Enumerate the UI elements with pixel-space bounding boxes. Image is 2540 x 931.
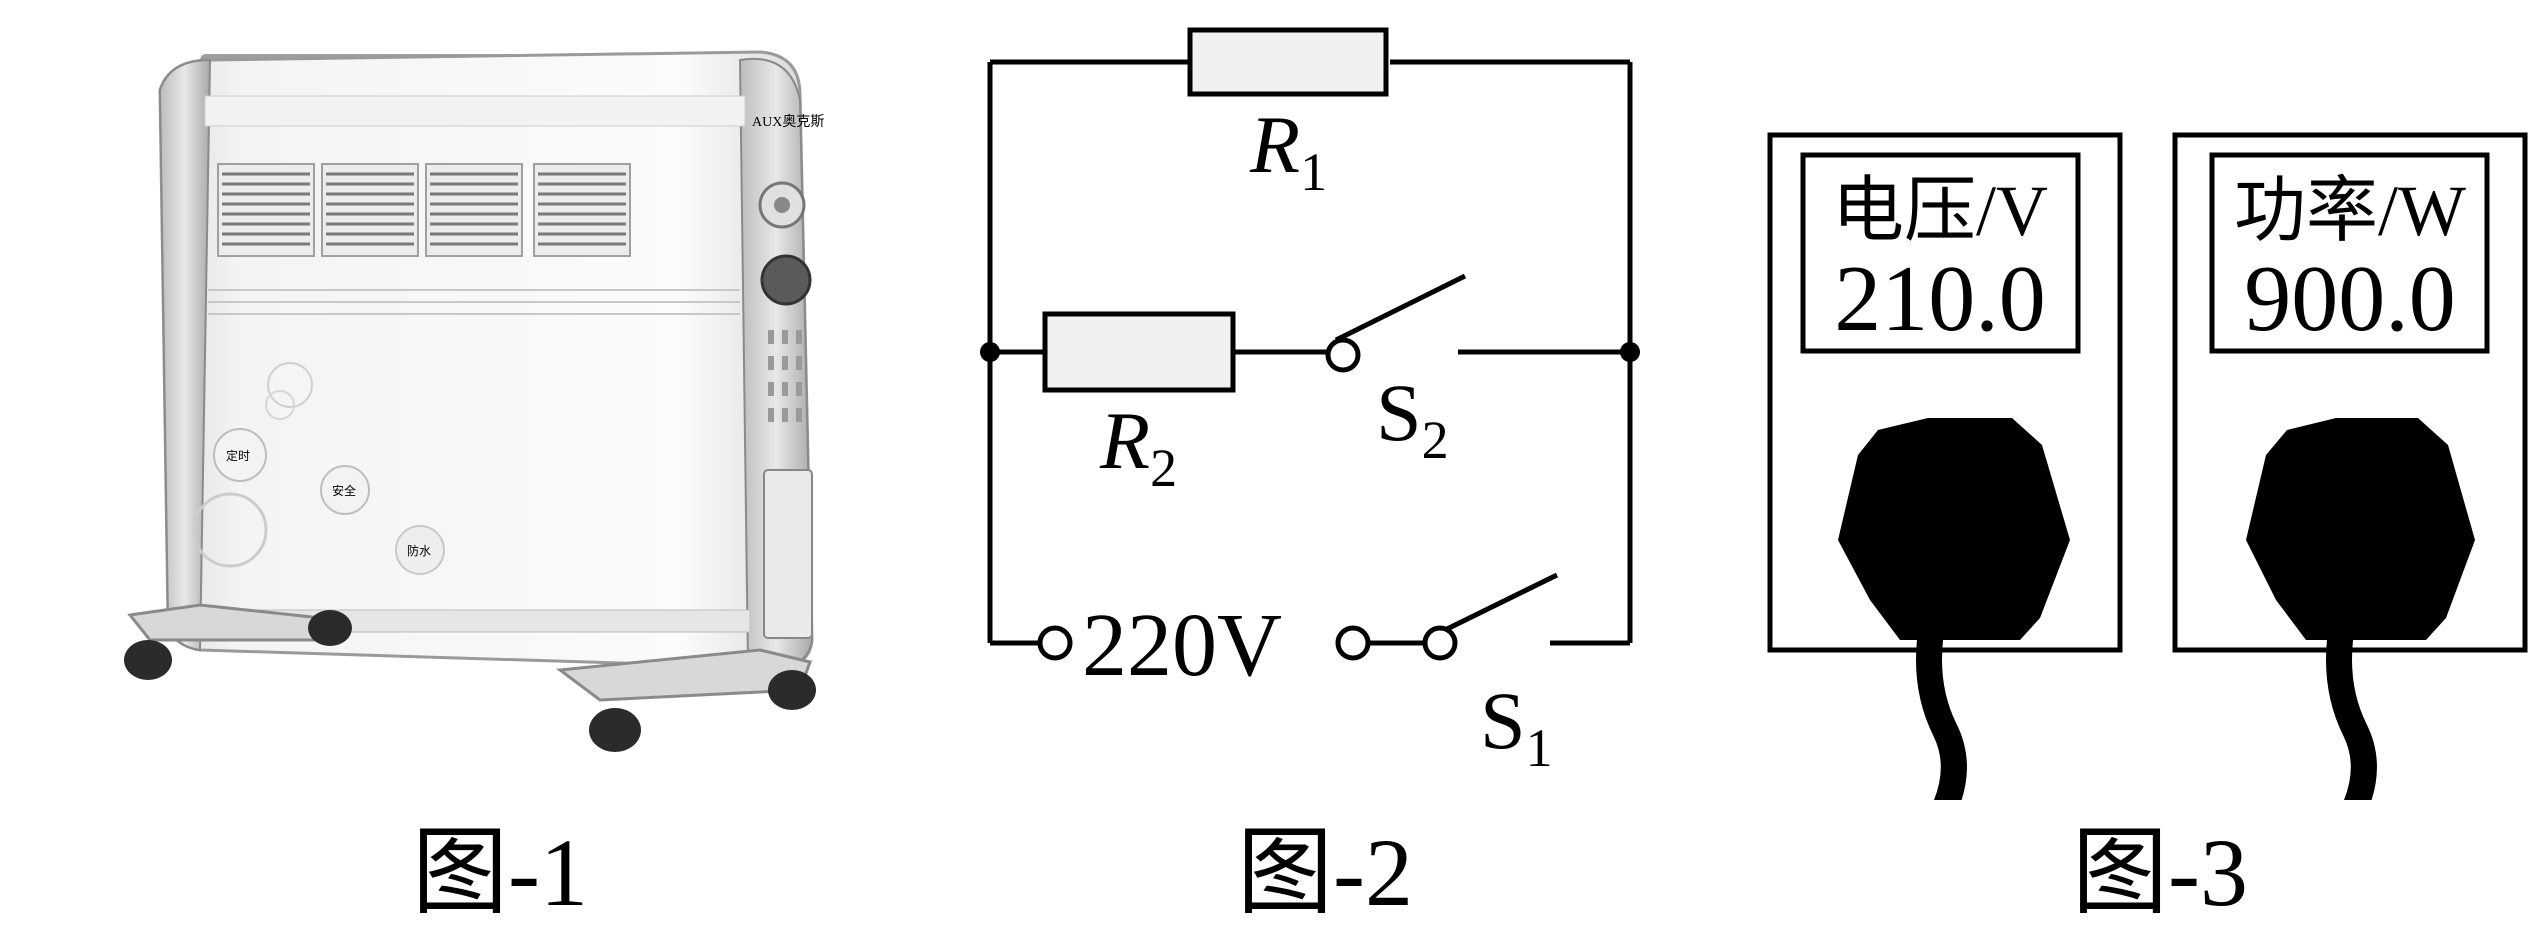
brand-logo: AUX奥克斯: [752, 113, 824, 130]
heater-body: [158, 50, 814, 670]
switch-s1-blade: [1443, 572, 1559, 633]
circuit-diagram: R1 R2 S2 220V S1: [980, 27, 1640, 778]
switch-s2-pivot: [1325, 337, 1361, 373]
resistor-r1: [1187, 27, 1389, 97]
meter-right-display: [2209, 152, 2490, 354]
junction-right: [1620, 342, 1640, 362]
meter-left: 电压/V 210.0: [1767, 132, 2123, 831]
meter-left-display: [1800, 152, 2081, 354]
plug-right-icon: [2246, 418, 2475, 640]
column-vents: [768, 330, 802, 422]
figure-1: AUX奥克斯 定时 安全 防水: [0, 0, 860, 931]
sticker-timer-label: 定时: [226, 448, 250, 463]
sticker-safe: [320, 465, 370, 515]
label-source: 220V: [1082, 596, 1282, 695]
caption-figure-1: 图-1: [412, 819, 588, 926]
sticker-water-label: 防水: [407, 543, 431, 558]
label-r1: R1: [1249, 99, 1327, 202]
meter-right-label: 功率/W: [2234, 171, 2466, 251]
meter-left-value: 210.0: [1834, 247, 2046, 351]
sticker-timer: [213, 428, 267, 482]
big-dial-ring: [192, 492, 268, 568]
caption-figure-2: 图-2: [1237, 819, 1413, 926]
junction-left: [980, 342, 1000, 362]
label-s1: S1: [1480, 675, 1553, 778]
sticker-water: [395, 525, 445, 575]
cable-left: [1916, 627, 1967, 831]
heater-illustration: AUX奥克斯 定时 安全 防水: [124, 50, 824, 752]
decor-circle-1: [267, 362, 313, 408]
sticker-safe-label: 安全: [332, 483, 356, 498]
power-button-icon: [760, 254, 812, 306]
switch-s2-blade: [1334, 273, 1467, 343]
switch-s1-pivot: [1422, 625, 1458, 661]
wheel-icon: [124, 610, 816, 752]
plug-left-icon: [1838, 418, 2070, 640]
label-s2: S2: [1376, 367, 1449, 470]
figure-3: 电压/V 210.0 功率/W 900.0 图-3: [1750, 0, 2540, 931]
terminal-right: [1335, 625, 1371, 661]
left-frame: [158, 58, 212, 652]
caption-figure-3: 图-3: [2072, 819, 2248, 926]
terminal-left: [1037, 625, 1073, 661]
body-stripes: [208, 289, 740, 315]
meter-right-value: 900.0: [2244, 247, 2456, 351]
control-door: [763, 469, 813, 639]
figure-2: R1 R2 S2 220V S1 图-2: [960, 0, 1680, 931]
meter-left-label: 电压/V: [1832, 171, 2048, 251]
resistor-r2: [1042, 311, 1236, 393]
air-grill: [217, 162, 632, 258]
top-strip: [204, 95, 746, 127]
label-r2: R2: [1099, 395, 1177, 498]
meter-right: 功率/W 900.0: [2172, 132, 2528, 831]
cable-right: [2326, 627, 2377, 831]
meter-pair: 电压/V 210.0 功率/W 900.0: [1767, 132, 2528, 831]
decor-circle-2: [265, 390, 295, 420]
